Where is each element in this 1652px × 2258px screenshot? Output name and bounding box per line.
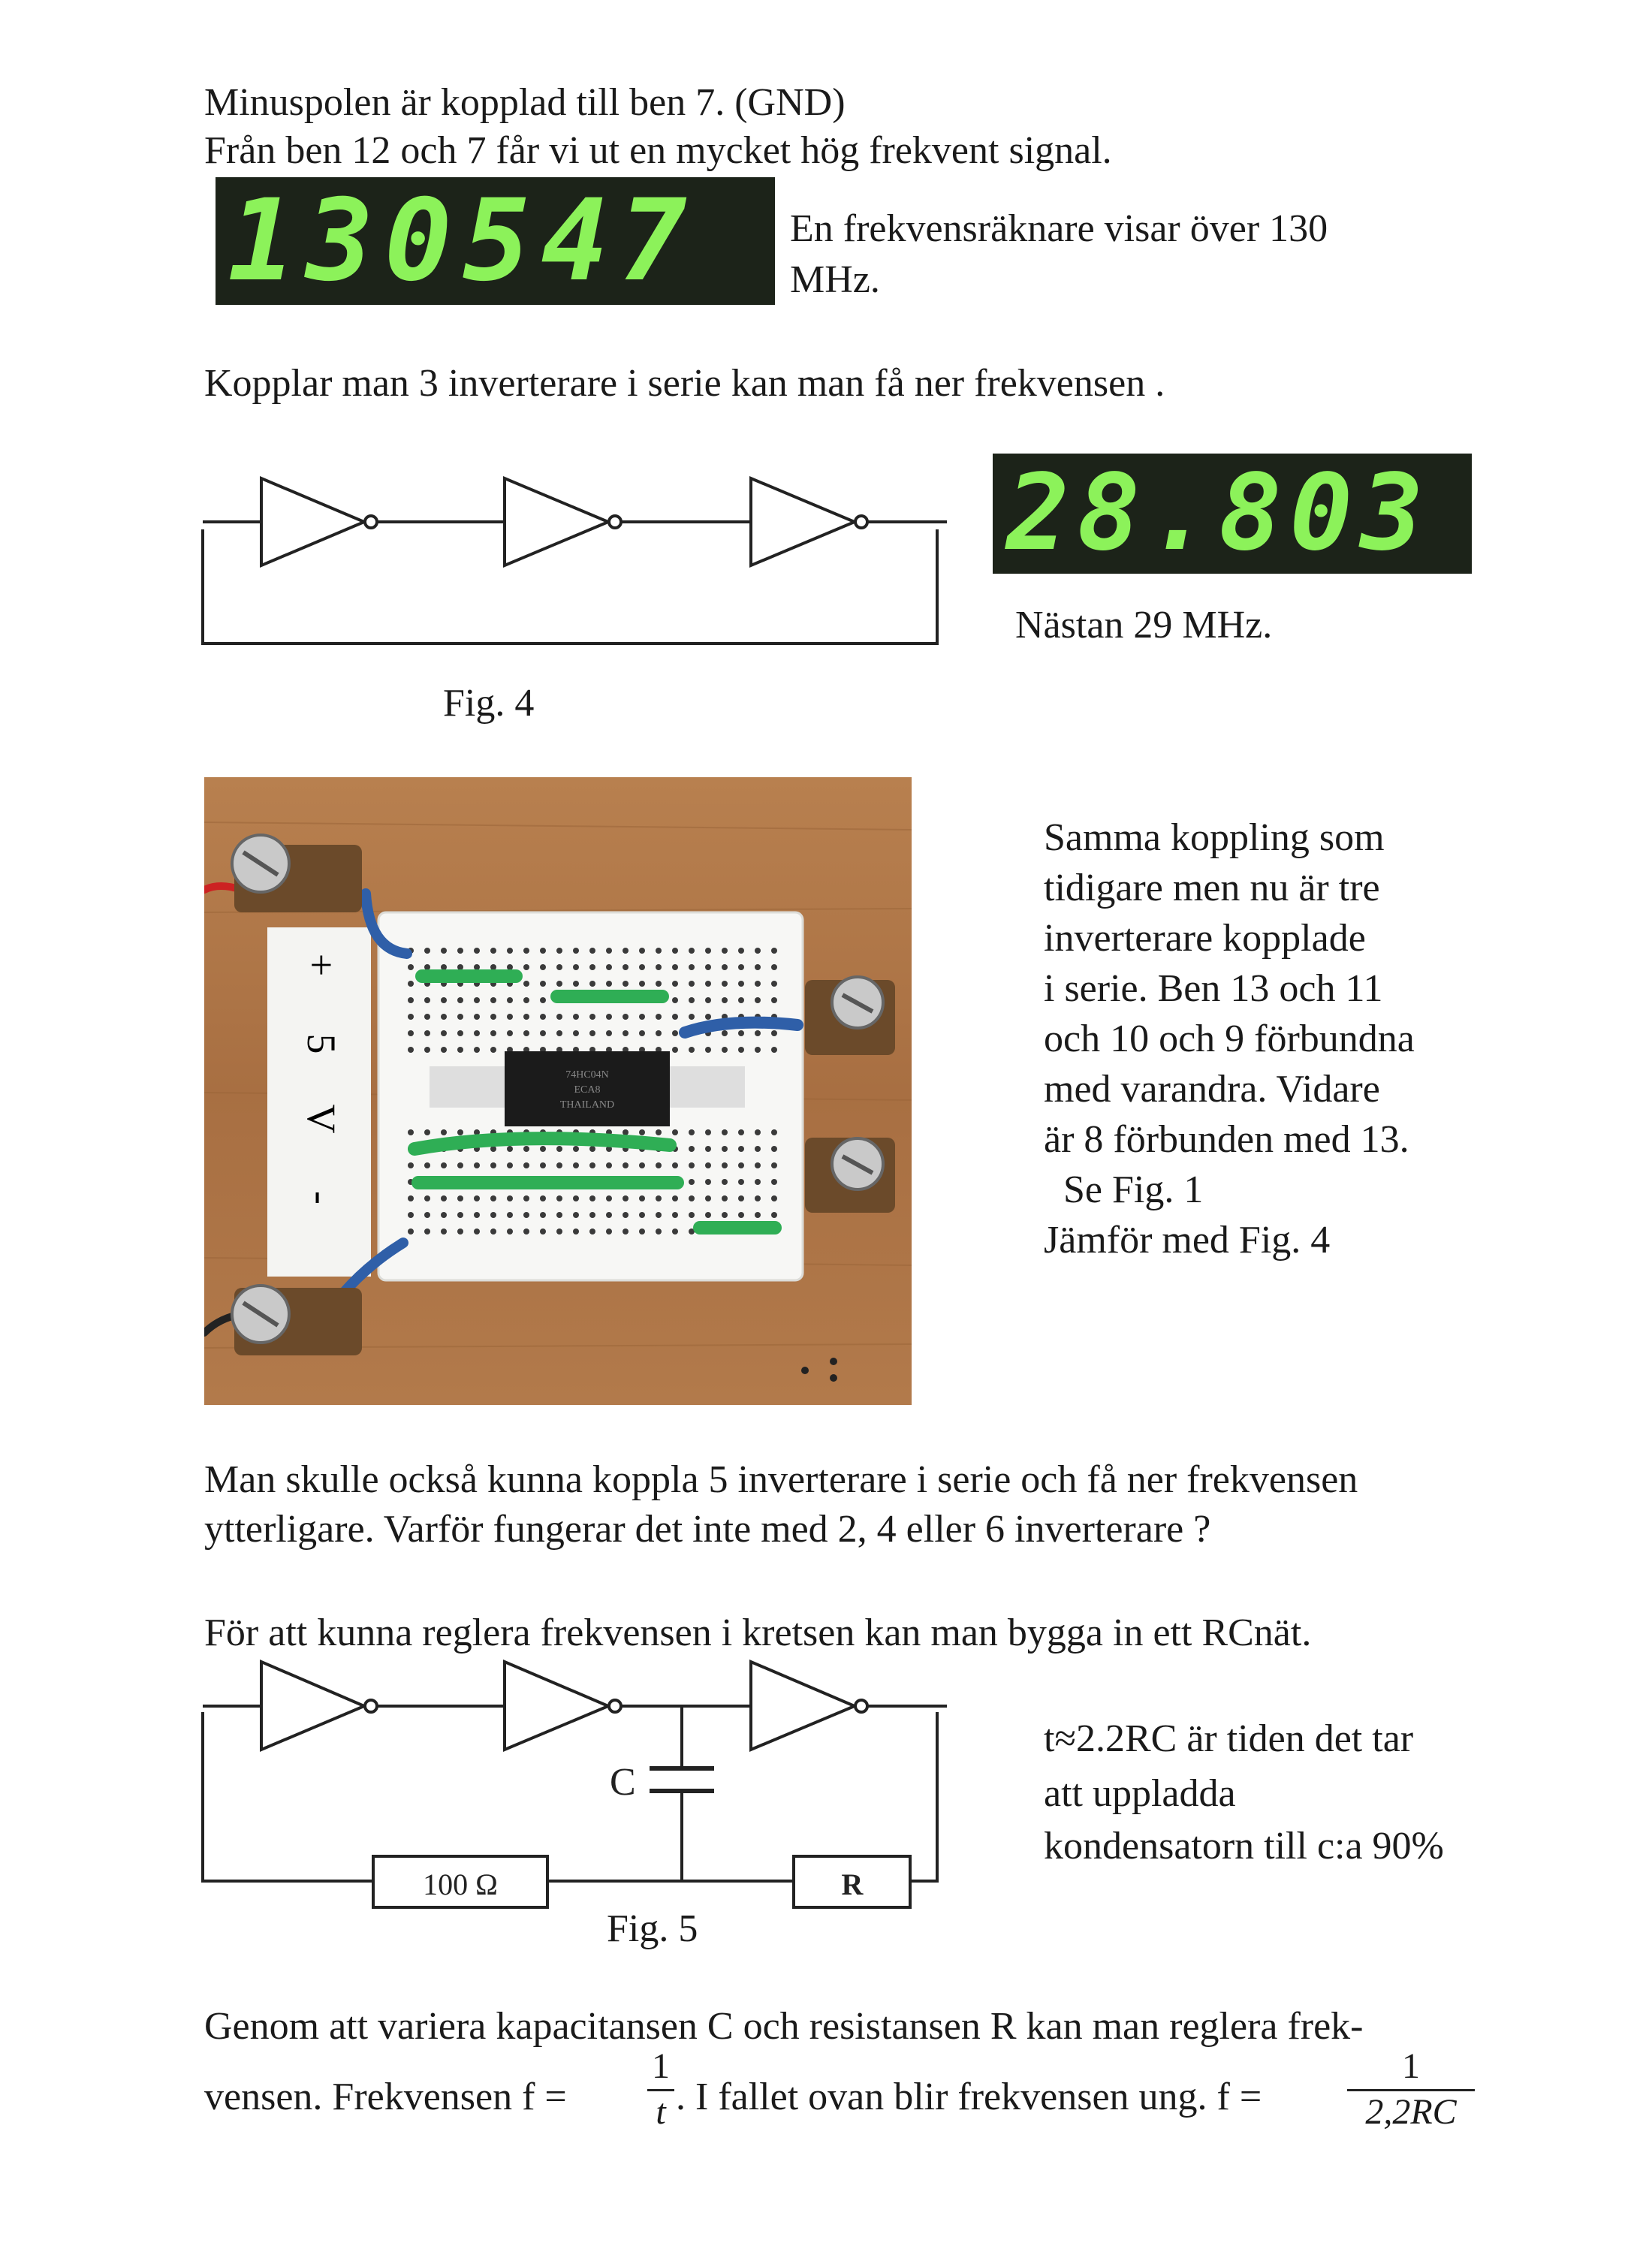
photo-desc-line: och 10 och 9 förbundna [1044, 1017, 1415, 1060]
voltage-label-strip [267, 927, 371, 1277]
five-inverters-line-2: ytterligare. Varför fungerar det inte me… [204, 1508, 1211, 1551]
svg-text:74HC04N: 74HC04N [565, 1069, 609, 1081]
inverter-3 [749, 1659, 859, 1753]
photo-description: Samma koppling som tidigare men nu är tr… [1044, 812, 1415, 1265]
photo-desc-line: i serie. Ben 13 och 11 [1044, 967, 1383, 1010]
fraction-numerator: 1 [652, 2046, 670, 2086]
photo-desc-line: Se Fig. 1 [1044, 1168, 1204, 1211]
breadboard-photo: + 5 V - 74HC04N ECA8 THAILAND [204, 777, 912, 1405]
counter-caption-2: MHz. [790, 258, 880, 301]
feedback-wire [201, 529, 939, 645]
fraction-one-over-2-2rc: 1 2,2RC [1347, 2044, 1475, 2133]
label-volt: V [299, 1105, 344, 1134]
photo-desc-line: inverterare kopplade [1044, 917, 1366, 960]
fraction-one-over-t: 1 t [647, 2044, 674, 2133]
screw-terminals [231, 834, 895, 1355]
display-digits-2: 28.803 [1006, 454, 1431, 574]
label-five: 5 [299, 1034, 344, 1054]
resistor-r [792, 1855, 912, 1909]
inverter-3 [749, 475, 859, 568]
final-line-2b: . I fallet ovan blir frekvensen ung. f = [676, 2076, 1262, 2118]
rc-intro-line: För att kunna reglera frekvensen i krets… [204, 1611, 1312, 1654]
inverter-2 [503, 1659, 613, 1753]
five-inverters-line-1: Man skulle också kunna koppla 5 inverter… [204, 1458, 1358, 1501]
frequency-display-29mhz: 28.803 [993, 454, 1472, 574]
inverter-1 [260, 1659, 369, 1753]
photo-desc-line: Jämför med Fig. 4 [1044, 1219, 1331, 1262]
ic-chip [505, 1051, 670, 1126]
photo-desc-line: Samma koppling som [1044, 816, 1385, 859]
fraction-denominator: t [656, 2092, 666, 2132]
resistor-r-label: R [842, 1868, 864, 1901]
label-plus: + [299, 954, 344, 976]
final-line-1: Genom att variera kapacitansen C och res… [204, 2005, 1364, 2048]
resistor-100-label: 100 Ω [423, 1868, 498, 1901]
intro-line-1: Minuspolen är kopplad till ben 7. (GND) [204, 81, 846, 124]
photo-desc-line: är 8 förbunden med 13. [1044, 1118, 1409, 1161]
tau-line-1: t≈2.2RC är tiden det tar [1044, 1717, 1414, 1760]
tau-line-3: kondensatorn till c:a 90% [1044, 1825, 1444, 1868]
frequency-display-130mhz: 130547 [216, 177, 775, 305]
capacitor-label: C [610, 1761, 636, 1804]
fig5-rc-oscillator: C 100 Ω R [199, 1645, 965, 1922]
inverter-2 [503, 475, 613, 568]
photo-desc-line: tidigare men nu är tre [1044, 867, 1380, 909]
fig5-caption: Fig. 5 [607, 1907, 698, 1950]
tau-line-2: att uppladda [1044, 1772, 1236, 1815]
svg-text:ECA8: ECA8 [574, 1084, 601, 1096]
counter-caption-1: En frekvensräknare visar över 130 [790, 207, 1328, 250]
photo-desc-line: med varandra. Vidare [1044, 1068, 1380, 1111]
almost-29-mhz: Nästan 29 MHz. [1015, 604, 1273, 647]
fraction-denominator: 2,2RC [1365, 2092, 1457, 2132]
intro-line-2: Från ben 12 och 7 får vi ut en mycket hö… [204, 129, 1112, 172]
display-digits: 130547 [228, 177, 698, 305]
inverter-1 [260, 475, 369, 568]
final-line-2a: vensen. Frekvensen f = [204, 2076, 567, 2118]
label-minus: - [299, 1191, 344, 1204]
svg-text:THAILAND: THAILAND [560, 1099, 614, 1111]
fig4-caption: Fig. 4 [443, 682, 535, 725]
fig4-ring-oscillator [199, 466, 965, 653]
three-inverters-line: Kopplar man 3 inverterare i serie kan ma… [204, 362, 1165, 405]
fraction-numerator: 1 [1402, 2046, 1420, 2086]
